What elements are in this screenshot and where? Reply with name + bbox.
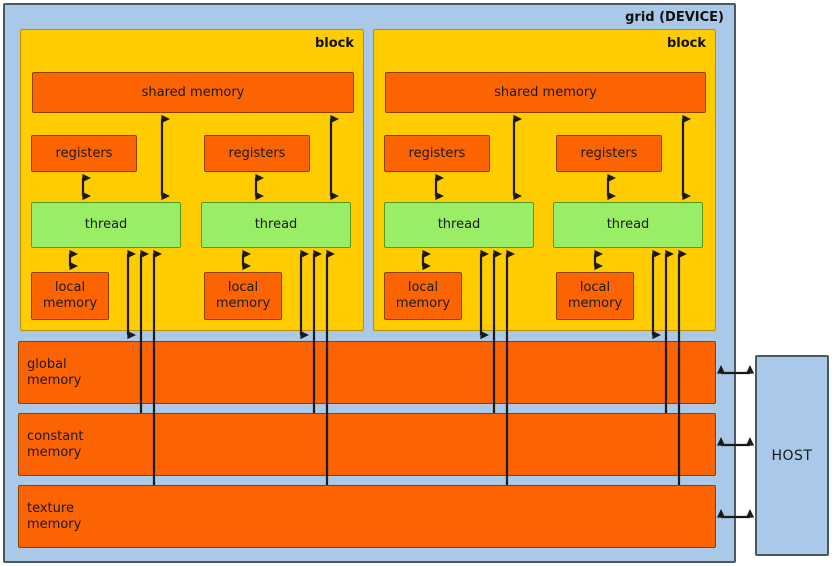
block-1-thread-1-local-memory-label: local memory	[42, 280, 98, 311]
block-1-thread-1-label: thread	[84, 217, 128, 232]
block-1-thread-2-registers-label: registers	[228, 145, 286, 161]
block-1-thread-2: thread	[201, 202, 351, 248]
block-1-shared-memory-label: shared memory	[141, 84, 245, 100]
block-2-thread-1-registers: registers	[384, 135, 490, 172]
block-2-shared-memory-label: shared memory	[494, 84, 597, 100]
constant-memory-label: constant memory	[27, 428, 84, 460]
block-1-thread-2-local-memory-label: local memory	[215, 280, 271, 311]
block-2-thread-1-registers-label: registers	[408, 145, 466, 161]
block-1-thread-1-registers: registers	[31, 135, 137, 172]
block-1-thread-2-label: thread	[254, 217, 298, 232]
block-2-shared-memory: shared memory	[385, 72, 706, 113]
block-2-thread-2: thread	[553, 202, 703, 248]
block-2-thread-1-local-memory: local memory	[384, 272, 462, 320]
block-1-thread-2-local-memory: local memory	[204, 272, 282, 320]
block-1-shared-memory: shared memory	[32, 72, 354, 113]
block-1-thread-1-registers-label: registers	[55, 145, 113, 161]
block-2-thread-2-local-memory-label: local memory	[567, 280, 623, 311]
block-1-thread-1-local-memory: local memory	[31, 272, 109, 320]
global-memory-label: global memory	[27, 356, 82, 388]
block-2-thread-1-local-memory-label: local memory	[395, 280, 451, 311]
block-2-thread-1-label: thread	[437, 217, 481, 232]
grid-label: grid (DEVICE)	[625, 10, 724, 25]
block-1-label: block	[314, 36, 354, 51]
host-container: HOST	[755, 355, 829, 556]
block-2-thread-2-registers: registers	[556, 135, 662, 172]
texture-memory: texture memory	[18, 485, 716, 548]
texture-memory-label: texture memory	[27, 500, 82, 532]
block-2-thread-2-label: thread	[606, 217, 650, 232]
global-memory: global memory	[18, 341, 716, 404]
block-2-thread-2-registers-label: registers	[580, 145, 638, 161]
host-label: HOST	[771, 447, 813, 464]
block-1-thread-2-registers: registers	[204, 135, 310, 172]
block-2-label: block	[666, 36, 706, 51]
block-1-thread-1: thread	[31, 202, 181, 248]
block-2-thread-2-local-memory: local memory	[556, 272, 634, 320]
block-2-thread-1: thread	[384, 202, 534, 248]
constant-memory: constant memory	[18, 413, 716, 476]
